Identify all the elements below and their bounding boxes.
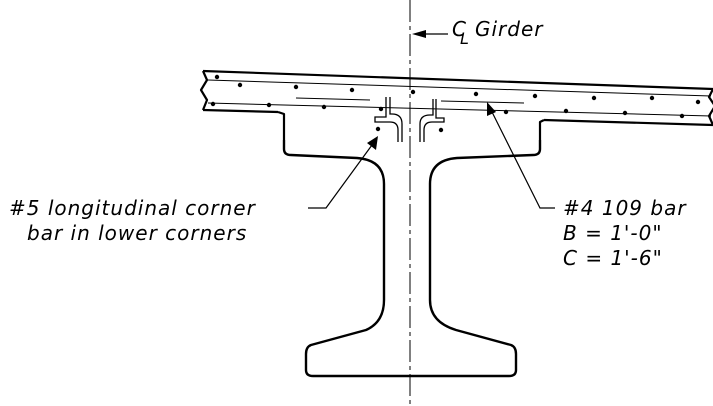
slab-reinforcement-lines (207, 79, 712, 117)
leader-corner-bar (308, 136, 378, 209)
bar-109-label-line1: #4 109 bar (563, 196, 687, 220)
centerline-arrow (412, 30, 448, 38)
corner-bar-label-line1: #5 longitudinal corner (9, 196, 256, 220)
girder-outline (282, 140, 542, 378)
stirrup-bars (374, 97, 445, 142)
bar-109-label-line2: B = 1'-0" (563, 221, 663, 245)
centerline-symbol-c: C (452, 17, 467, 41)
leader-109-bar (487, 102, 555, 209)
bar-109-label-line3: C = 1'-6" (563, 246, 663, 270)
corner-bar-label-line2: bar in lower corners (27, 221, 248, 245)
centerline-text: Girder (474, 17, 544, 41)
slab-rebar-dots (210, 74, 701, 133)
centerline-symbol-l: L (460, 29, 470, 48)
deck-slab (199, 69, 713, 140)
